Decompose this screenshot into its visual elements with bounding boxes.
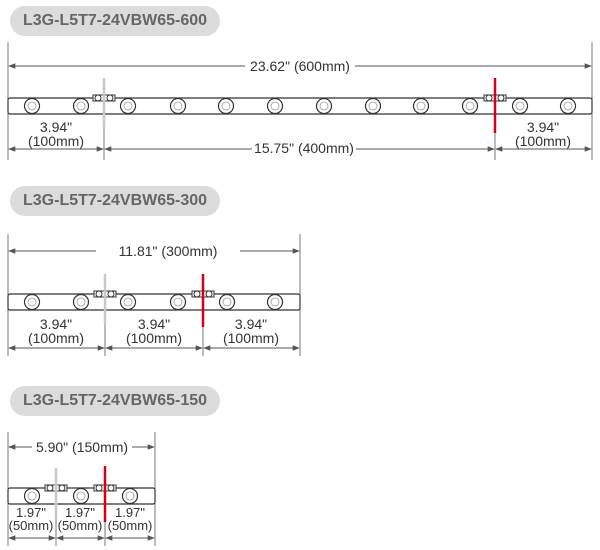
led-chip [218, 293, 236, 311]
product-title-600: L3G-L5T7-24VBW65-600 [10, 6, 221, 36]
product-title-150: L3G-L5T7-24VBW65-150 [10, 386, 221, 416]
led-chip [72, 293, 90, 311]
led-chip [364, 97, 382, 115]
led-chip [119, 97, 137, 115]
led-strip [7, 97, 593, 115]
segment-inches-label: 1.97" [115, 505, 145, 520]
total-length-label: 23.62" (600mm) [250, 58, 350, 74]
led-chip [23, 487, 41, 505]
diagram-150: 5.90" (150mm) 1.97" (50mm) 1.97" (50mm) … [7, 432, 156, 546]
segment-inches-label: 3.94" [235, 316, 267, 332]
diagram-300: 11.81" (300mm) 3.94" (100mm) 3.94" (100m… [7, 234, 301, 356]
led-chip [266, 97, 284, 115]
segment-inches-label: 3.94" [527, 119, 559, 135]
segment-mm-label: (100mm) [126, 330, 182, 346]
segment-inches-label: 1.97" [65, 505, 95, 520]
led-chip [23, 293, 41, 311]
led-chip [169, 293, 187, 311]
led-strip [7, 293, 301, 311]
segment-mm-label: (50mm) [9, 518, 54, 533]
segment-inches-label: 3.94" [40, 316, 72, 332]
total-length-label: 11.81" (300mm) [119, 243, 218, 259]
led-chip [266, 293, 284, 311]
led-chip [121, 487, 139, 505]
led-chip [23, 97, 41, 115]
led-chip [217, 97, 235, 115]
segment-inches-label: 3.94" [40, 119, 72, 135]
led-chip [511, 97, 529, 115]
product-title-300: L3G-L5T7-24VBW65-300 [10, 186, 221, 216]
led-chip [169, 97, 187, 115]
led-chip [72, 487, 90, 505]
segment-inches-label: 3.94" [138, 316, 170, 332]
led-chip [412, 97, 430, 115]
segment-mm-label: (100mm) [28, 330, 84, 346]
segment-mm-label: (100mm) [515, 133, 571, 149]
total-length-label: 5.90" (150mm) [36, 439, 128, 455]
segment-mm-label: (50mm) [58, 518, 103, 533]
segment-mm-label: (50mm) [108, 518, 153, 533]
led-chip [72, 97, 90, 115]
led-chip [315, 97, 333, 115]
segment-mm-label: (100mm) [28, 133, 84, 149]
led-chip [461, 97, 479, 115]
segment-mm-label: (100mm) [223, 330, 279, 346]
segment-inches-label: 15.75" (400mm) [254, 140, 354, 156]
diagram-600: 23.62" (600mm) 3.94" (100mm) 3.94" (100m… [7, 42, 593, 160]
segment-inches-label: 1.97" [16, 505, 46, 520]
led-chip [119, 293, 137, 311]
led-chip [559, 97, 577, 115]
